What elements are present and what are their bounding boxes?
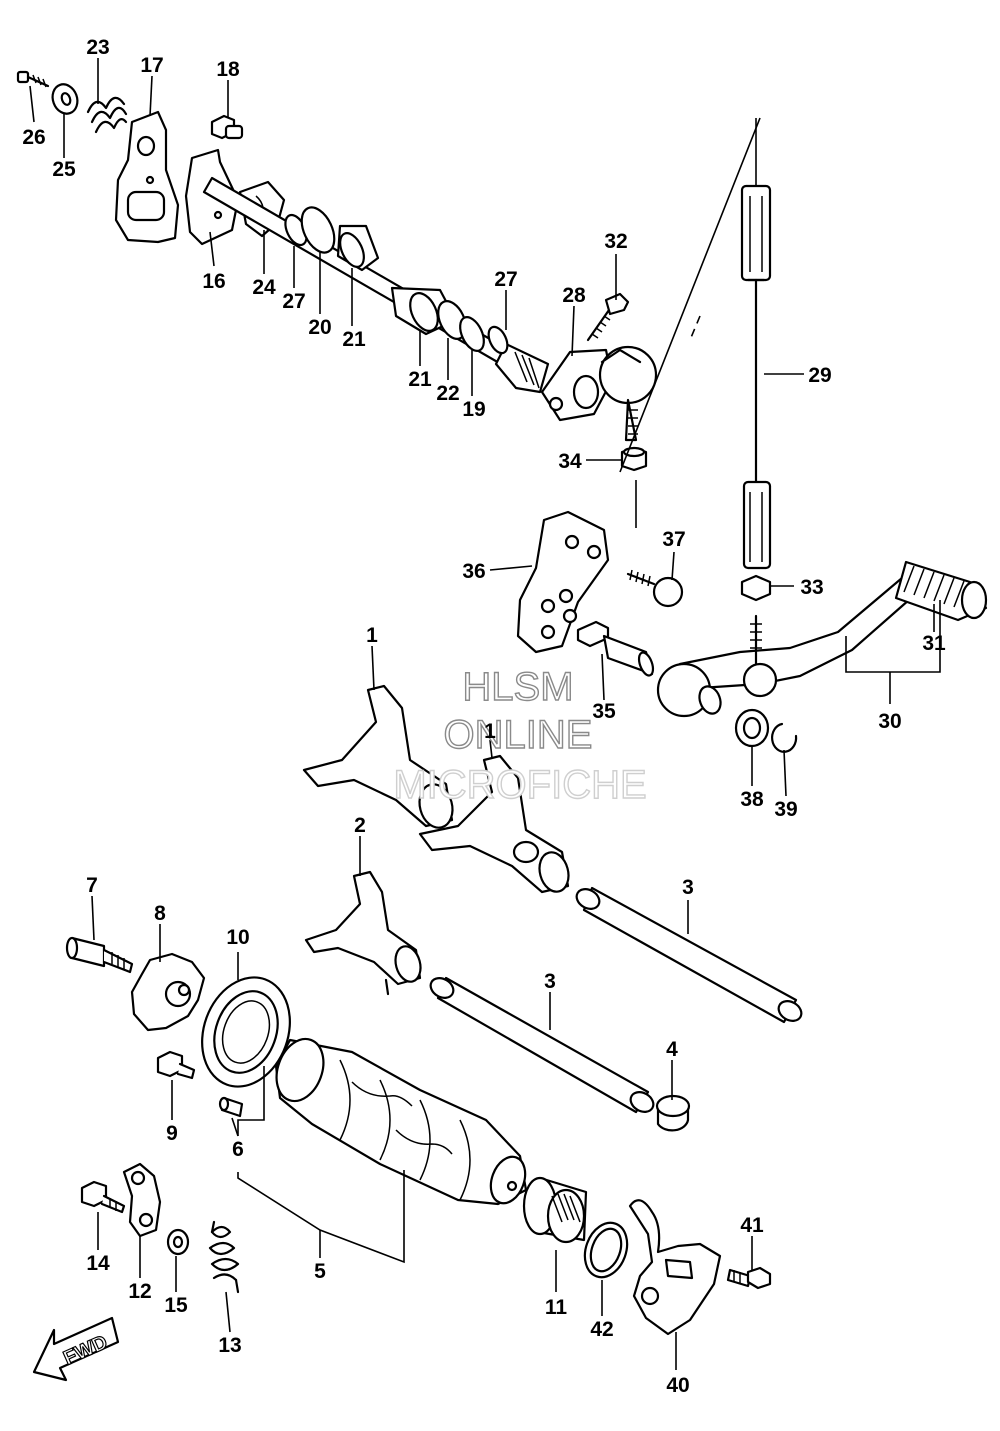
callout-1: 1 [366,624,378,647]
callout-3: 3 [682,876,694,899]
part-11-needle-bearing [522,1176,588,1244]
part-39-circlip [771,722,798,753]
callout-8: 8 [154,902,166,925]
part-32-bolt [586,292,630,342]
callout-42: 42 [590,1318,613,1341]
callout-27: 27 [282,290,305,313]
part-6-pin [218,1096,244,1118]
part-35-pivot-bolt [576,620,655,677]
callout-26: 26 [22,126,45,149]
callout-6: 6 [232,1138,244,1161]
callout-16: 16 [202,270,225,293]
part-9-bolt [156,1050,196,1080]
callout-labels: 1 1 2 3 3 4 5 6 7 8 9 10 11 12 13 14 15 … [22,36,946,1397]
part-42-o-ring [583,1221,629,1279]
part-7-pin [65,936,134,974]
callout-36: 36 [462,560,485,583]
callout-28: 28 [562,284,586,307]
part-1-shift-fork-lower [418,754,570,894]
callout-37: 37 [662,528,685,551]
callout-35: 35 [592,700,616,723]
part-21-bearing-lower [409,292,439,332]
part-40-gear-position-sensor [628,1199,722,1336]
callout-33: 33 [800,576,823,599]
part-18-bolt [210,114,244,140]
callout-20: 20 [308,316,331,339]
part-36-bracket [516,510,610,654]
callout-30: 30 [878,710,901,733]
part-25-washer [51,83,79,115]
guide-lines-29 [619,117,761,528]
callout-24: 24 [252,276,276,299]
callout-9: 9 [166,1122,178,1145]
part-19-washer [459,316,485,352]
callout-22: 22 [436,382,459,405]
part-27-circlip-lower [487,325,509,355]
callout-11: 11 [545,1296,568,1319]
callout-21: 21 [408,368,432,391]
part-15-washer [166,1228,190,1256]
callout-39: 39 [774,798,797,821]
part-10-bearing [201,976,291,1088]
callout-21: 21 [342,328,366,351]
callout-40: 40 [666,1374,689,1397]
part-22-oil-seal [437,300,467,340]
callout-14: 14 [86,1252,110,1275]
callout-1: 1 [484,720,496,743]
watermark-line-1: HLSM [462,665,573,709]
watermark-line-2: ONLINE [444,713,593,757]
callout-3: 3 [544,970,556,993]
part-20-washer [300,206,336,254]
part-5-shift-drum [274,1037,528,1206]
callout-25: 25 [52,158,76,181]
part-17-stopper-plate [114,110,180,244]
part-29-shift-rod [740,184,772,570]
part-28-shift-arm-clamp [540,348,614,422]
callout-31: 31 [922,632,946,655]
part-31-foot-peg-rubber [894,560,988,622]
callout-12: 12 [128,1280,151,1303]
part-38-washer [734,708,770,748]
callout-4: 4 [666,1038,678,1061]
part-3-fork-shaft-left [429,976,655,1114]
callout-18: 18 [216,58,240,81]
part-37-bolt [626,569,684,608]
part-12-lever [122,1162,162,1238]
part-8-cam-stopper [130,952,206,1032]
callout-7: 7 [86,874,98,897]
part-33-nut [740,574,772,602]
watermark-line-3: MICROFICHE [393,763,646,807]
callout-2: 2 [354,814,366,837]
leader-lines [29,58,941,1370]
part-1-shift-fork-upper [302,684,454,829]
callout-13: 13 [218,1334,241,1357]
part-21-bearing-upper [339,232,365,268]
callout-29: 29 [808,364,831,387]
part-14-bolt [80,1180,126,1214]
callout-5: 5 [314,1260,326,1283]
forward-direction-arrow: FWD [32,1316,120,1382]
part-3-fork-shaft-right [575,886,803,1024]
part-30-shift-lever [656,576,920,718]
watermark: HLSM ONLINE MICROFICHE [393,664,648,807]
callout-32: 32 [604,230,627,253]
callout-34: 34 [558,450,582,473]
callout-10: 10 [226,926,249,949]
callout-15: 15 [164,1294,188,1317]
part-2-shift-fork [304,870,422,996]
callout-19: 19 [462,398,485,421]
part-13-spring [208,1220,240,1294]
part-4-plug [655,1094,691,1132]
part-28-rod-end [598,345,658,442]
callout-27: 27 [494,268,517,291]
part-23-spring [86,96,128,134]
callout-38: 38 [740,788,764,811]
callout-17: 17 [140,54,163,77]
part-26-screw [16,70,50,88]
part-41-screw [726,1266,772,1290]
callout-23: 23 [86,36,109,59]
callout-41: 41 [740,1214,764,1237]
